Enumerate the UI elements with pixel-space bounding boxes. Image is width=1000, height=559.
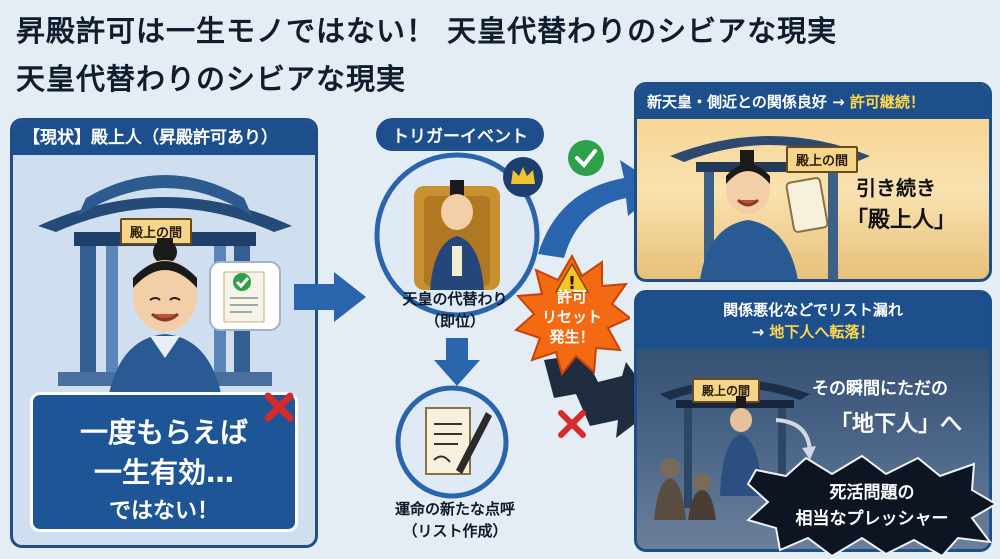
pressure-line-2: 相当なプレッシャー (795, 509, 949, 529)
permit-document-icon (209, 261, 281, 331)
svg-text:!: ! (568, 273, 576, 294)
flow-arrow-to-trigger (294, 272, 366, 322)
cross-icon-left (264, 392, 294, 422)
rollcall-caption-2: （リスト作成） (402, 522, 508, 540)
palace-sign-right-top: 殿上の間 (786, 146, 859, 173)
current-status-header: 【現状】殿上人（昇殿許可あり） (13, 121, 315, 155)
continued-text-1: 引き続き (856, 176, 936, 200)
flow-arrow-success (538, 160, 662, 258)
page-title: 昇殿許可は一生モノではない！ 天皇代替わりのシビアな現実 (16, 14, 838, 48)
demoted-text-1: その瞬間にただの (812, 379, 948, 399)
palace-illustration-right-top (670, 136, 870, 280)
burst-line-3: 発生！ (549, 328, 595, 346)
claim-line-3: ではない！ (108, 499, 219, 524)
claim-line-2: 一生有効… (93, 456, 234, 489)
demoted-header-highlight: 地下人へ転落！ (769, 323, 875, 341)
continued-text-2: 「殿上人」 (846, 208, 957, 233)
courtier-figure-right-top (700, 150, 828, 280)
permit-continued-panel: 新天皇・側近との関係良好 → 許可継続！ (634, 82, 992, 282)
claim-line-1: 一度もらえば (79, 416, 248, 449)
permit-continued-header: 新天皇・側近との関係良好 → 許可継続！ (637, 85, 989, 119)
pressure-line-1: 死活問題の (829, 483, 915, 503)
rollcall-caption-1: 運命の新たな点呼 (394, 500, 515, 518)
demoted-header-arrow: → (751, 323, 765, 341)
rollcall-circle (395, 385, 509, 499)
check-icon (568, 140, 604, 176)
courtier-figure-left (108, 238, 222, 398)
trigger-caption-1: 天皇の代替わり (402, 290, 508, 308)
burst-line-1: 許可 (556, 288, 587, 306)
throne-circle (374, 152, 540, 318)
fall-arrow-icon (775, 418, 816, 460)
crown-icon (503, 157, 543, 197)
trigger-event-label: トリガーイベント (376, 118, 544, 151)
flow-arrow-fail (544, 354, 658, 438)
flow-arrow-down (434, 338, 480, 386)
pressure-burst (746, 454, 998, 558)
palace-sign-right-bottom: 殿上の間 (692, 378, 761, 403)
page-subtitle: 天皇代替わりのシビアな現実 (16, 62, 407, 96)
burst-line-2: リセット (541, 308, 602, 326)
trigger-caption-2: （即位） (424, 312, 485, 330)
lifetime-myth-callout: 一度もらえば 一生有効… ではない！ (30, 392, 298, 532)
palace-sign-left: 殿上の間 (120, 218, 193, 245)
demoted-text-2: 「地下人」へ (830, 412, 963, 437)
cross-icon-center (558, 410, 586, 438)
continued-header-main: 新天皇・側近との関係良好 → (647, 93, 845, 111)
continued-header-highlight: 許可継続！ (849, 93, 925, 111)
reset-burst: ! (514, 253, 630, 377)
demoted-header: 関係悪化などでリスト漏れ → 地下人へ転落！ (637, 293, 989, 349)
demoted-header-line-1: 関係悪化などでリスト漏れ (723, 301, 903, 319)
